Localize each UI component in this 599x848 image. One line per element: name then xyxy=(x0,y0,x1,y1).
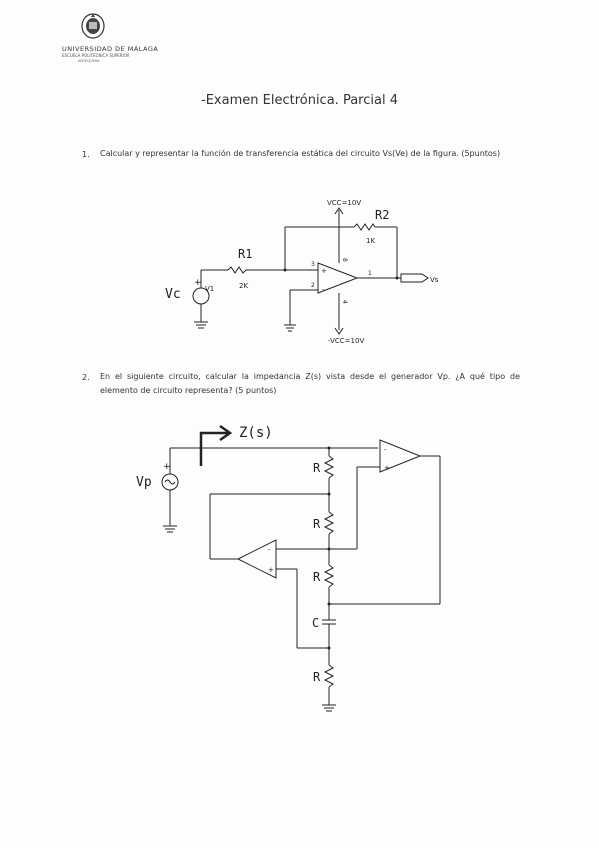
source-vc-label: Vc xyxy=(165,287,181,302)
source-v1-label: V1 xyxy=(205,285,214,293)
resistor-2-label: R xyxy=(313,517,321,531)
opamp-a-minus: - xyxy=(384,446,387,454)
opamp-a-plus: + xyxy=(384,464,390,472)
exam-title: -Examen Electrónica. Parcial 4 xyxy=(201,93,398,108)
university-seal-icon xyxy=(81,13,105,39)
source-plus-sign: + xyxy=(163,462,171,472)
r2-value: 1K xyxy=(366,237,375,245)
university-name: UNIVERSIDAD DE MÁLAGA xyxy=(62,45,159,53)
resistor-1-label: R xyxy=(313,461,321,475)
r1-label: R1 xyxy=(238,247,252,261)
question-2-text: En el siguiente circuito, calcular la im… xyxy=(100,372,520,395)
vcc-pos-label: VCC=10V xyxy=(327,199,361,207)
opamp-b-minus: - xyxy=(268,546,271,554)
pin-vneg: 4 xyxy=(341,300,348,304)
z-s-label: Z(s) xyxy=(239,425,273,441)
vcc-neg-label: -VCC=10V xyxy=(328,337,364,345)
question-1-text: Calcular y representar la función de tra… xyxy=(100,149,501,158)
capacitor-label: C xyxy=(312,616,319,630)
resistor-3-label: R xyxy=(313,570,321,584)
pin-vpos: 8 xyxy=(341,258,348,262)
pin-output: 1 xyxy=(368,270,372,277)
school-location: ANTEQUERA xyxy=(78,59,100,63)
r2-label: R2 xyxy=(375,208,389,222)
output-vs-label: Vs xyxy=(430,276,439,284)
question-2-number: 2. xyxy=(82,373,90,382)
question-1-number: 1. xyxy=(82,150,90,159)
source-vp-label: Vp xyxy=(136,475,152,490)
university-logo xyxy=(60,12,150,70)
opamp-plus-sign: + xyxy=(321,267,327,275)
pin-noninverting: 3 xyxy=(311,261,315,268)
resistor-4-label: R xyxy=(313,670,321,684)
source-plus-sign: + xyxy=(194,278,202,288)
opamp-b-plus: + xyxy=(268,566,274,574)
pin-inverting: 2 xyxy=(311,282,315,289)
school-name: ESCUELA POLITÉCNICA SUPERIOR xyxy=(62,53,130,58)
r1-value: 2K xyxy=(239,282,248,290)
opamp-minus-sign: - xyxy=(322,286,325,294)
